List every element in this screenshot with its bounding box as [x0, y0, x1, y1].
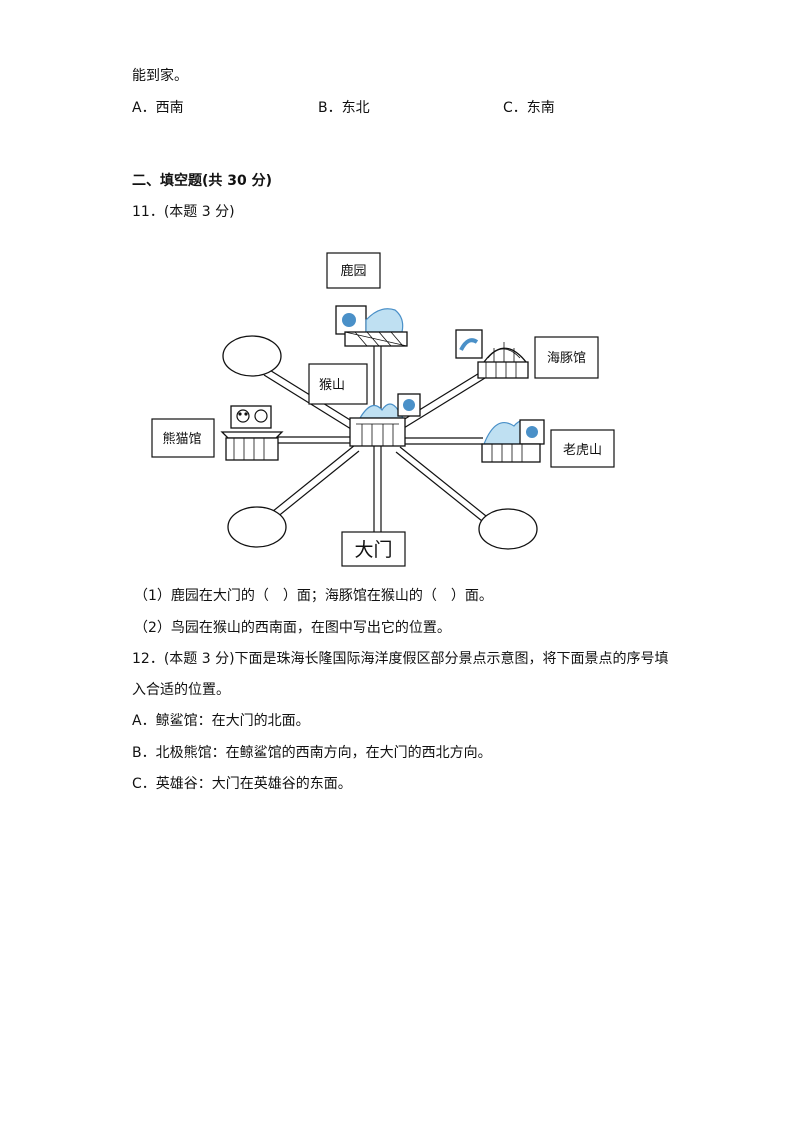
svg-text:大门: 大门	[354, 539, 392, 561]
svg-text:鹿园: 鹿园	[340, 263, 366, 279]
label-tiger-hill: 老虎山	[550, 429, 615, 468]
monkey-hill-icon	[349, 393, 421, 447]
dolphin-hall-icon	[455, 329, 529, 379]
svg-text:海豚馆: 海豚馆	[547, 351, 586, 366]
label-monkey-hill: 猴山	[308, 363, 368, 405]
question-11-part-1: （1）鹿园在大门的（ ）面；海豚馆在猴山的（ ）面。	[134, 588, 493, 604]
question-12-item-a: A．鲸鲨馆：在大门的北面。	[132, 713, 310, 729]
empty-oval-nw	[222, 335, 282, 377]
panda-hall-icon	[220, 405, 284, 461]
label-dolphin-hall: 海豚馆	[534, 336, 599, 379]
tiger-hill-icon	[481, 419, 545, 463]
question-12-item-b: B．北极熊馆：在鲸鲨馆的西南方向，在大门的西北方向。	[132, 745, 492, 761]
question-12-stem-cont: 入合适的位置。	[132, 682, 230, 698]
svg-text:老虎山: 老虎山	[563, 443, 602, 458]
prev-question-tail: 能到家。	[132, 68, 188, 84]
question-11-part-2: （2）鸟园在猴山的西南面，在图中写出它的位置。	[134, 620, 451, 636]
label-panda-hall: 熊猫馆	[151, 418, 215, 458]
empty-oval-sw	[227, 506, 287, 548]
question-12-item-c: C．英雄谷：大门在英雄谷的东面。	[132, 776, 352, 792]
svg-text:猴山: 猴山	[319, 378, 345, 393]
label-deer-park: 鹿园	[326, 252, 381, 289]
empty-oval-se	[478, 508, 538, 550]
option-a: A．西南	[132, 100, 184, 116]
section-title: 二、填空题(共 30 分)	[132, 173, 273, 189]
option-c: C．东南	[503, 100, 555, 116]
svg-text:熊猫馆: 熊猫馆	[162, 431, 201, 447]
deer-park-icon	[335, 305, 408, 347]
label-main-gate: 大门	[341, 531, 406, 567]
option-b: B．东北	[318, 100, 370, 116]
map-paths	[261, 342, 492, 532]
question-11-number: 11．(本题 3 分)	[132, 204, 235, 220]
question-12-stem: 12．(本题 3 分)下面是珠海长隆国际海洋度假区部分景点示意图，将下面景点的序…	[132, 651, 669, 667]
